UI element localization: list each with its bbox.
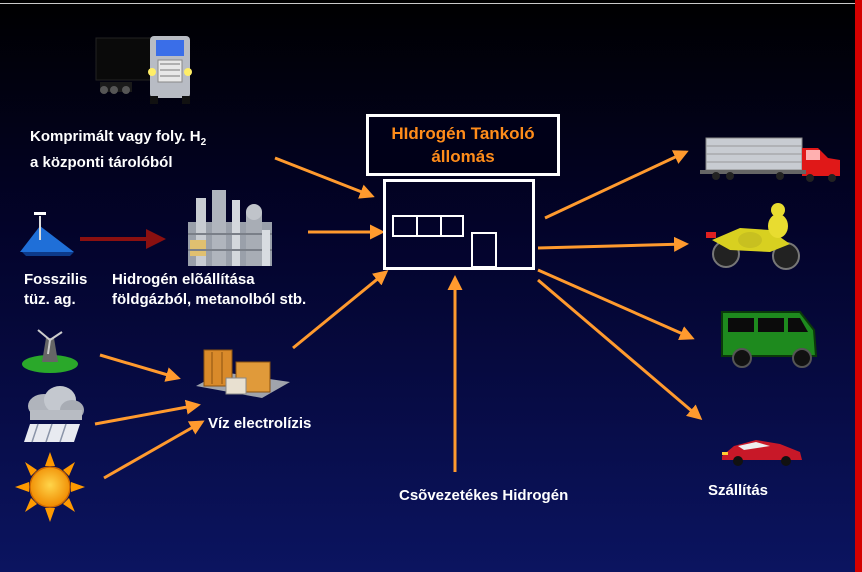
production-label-line2: földgázból, metanolból stb. [112, 291, 307, 308]
windmill-to-electrolysis-arrow [99, 353, 181, 382]
station-title-box: HIdrogén Tankoló állomás [366, 114, 560, 176]
right-accent-bar [855, 0, 862, 572]
pipeline-label: Csõvezetékes Hidrogén [399, 487, 569, 504]
transport-label: Szállítás [708, 482, 769, 499]
compressed-h2-label: Komprimált vagy foly. H2 a központi táro… [30, 127, 206, 173]
sun-icon [15, 452, 85, 522]
top-rule [0, 3, 856, 4]
van-icon [721, 311, 818, 368]
station-building [383, 179, 535, 270]
station-title-line2: állomás [431, 147, 495, 166]
electrolysis-plant-icon [196, 349, 290, 398]
station-window [392, 215, 464, 237]
sports-car-icon [722, 440, 802, 466]
station-to-truck-arrow [544, 150, 689, 220]
compressed-label-subscript: 2 [200, 137, 207, 148]
sun-to-electrolysis-arrow [103, 420, 205, 480]
windmill-icon [22, 329, 78, 373]
station-title-line1: HIdrogén Tankoló [391, 124, 535, 143]
electrolysis-to-station-arrow [292, 270, 389, 350]
motorcycle-icon [706, 203, 800, 270]
tanker-truck-icon [95, 36, 192, 104]
tanker-to-station-arrow [274, 156, 375, 199]
station-to-van-arrow [537, 268, 695, 341]
cloud-to-electrolysis-arrow [94, 399, 201, 426]
fossil-label-line2: tüz. ag. [24, 291, 76, 308]
station-door [471, 232, 497, 268]
fossil-fuel-label: Fosszilis tüz. ag. [24, 270, 87, 310]
production-label-line1: Hidrogén elõállítása [112, 271, 255, 288]
rain-cloud-icon [24, 386, 84, 443]
station-to-car-arrow [537, 278, 703, 420]
compressed-label-line2: a központi tárolóból [30, 154, 173, 171]
electrolysis-label: Víz electrolízis [208, 415, 312, 432]
station-to-motorcycle-arrow [537, 236, 689, 252]
hydrogen-production-label: Hidrogén elõállítása földgázból, metanol… [112, 270, 306, 310]
compressed-label-line1: Komprimált vagy foly. H [30, 128, 201, 145]
semi-truck-icon [700, 137, 840, 182]
refinery-plant-icon [188, 190, 272, 266]
oil-well-icon [20, 212, 74, 256]
fossil-label-line1: Fosszilis [24, 271, 88, 288]
